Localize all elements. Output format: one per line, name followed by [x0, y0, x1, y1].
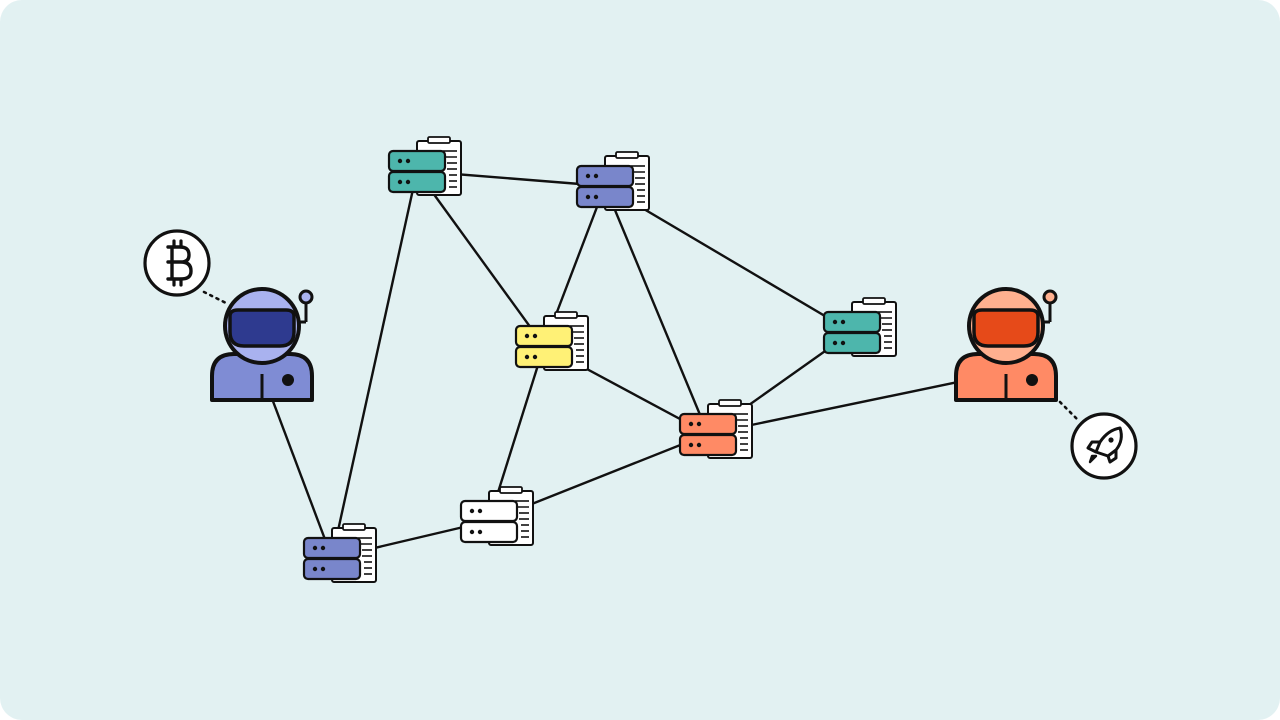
- server-icon: [575, 164, 635, 209]
- rocket-icon: [1070, 412, 1138, 480]
- network-node-n7: [302, 523, 377, 583]
- visor: [972, 308, 1040, 348]
- server-icon: [459, 499, 519, 544]
- server-icon: [302, 536, 362, 581]
- network-node-n3: [514, 311, 589, 371]
- server-icon: [514, 324, 574, 369]
- edge-n7-user-left: [260, 371, 334, 559]
- network-node-n5: [678, 399, 753, 459]
- server-icon: [678, 412, 738, 457]
- bitcoin-icon: [143, 229, 211, 297]
- server-icon: [387, 149, 447, 194]
- edge-n1-n3: [416, 170, 545, 347]
- users: [210, 287, 1058, 402]
- network-node-n4: [822, 297, 897, 357]
- edge-n2-n5: [603, 185, 710, 435]
- visor: [228, 308, 296, 348]
- network-nodes: [302, 136, 897, 583]
- antenna-icon: [1042, 289, 1058, 305]
- user-left: [210, 287, 314, 402]
- server-icon: [822, 310, 882, 355]
- edge-n1-n7: [330, 170, 419, 559]
- network-node-n1: [387, 136, 462, 196]
- antenna-icon: [298, 289, 314, 305]
- badge-connector: [202, 290, 230, 306]
- user-right: [954, 287, 1058, 402]
- network-node-n6: [459, 486, 534, 546]
- user-badges: [143, 229, 1138, 480]
- network-node-n2: [575, 151, 650, 211]
- badge-connector: [1058, 400, 1080, 422]
